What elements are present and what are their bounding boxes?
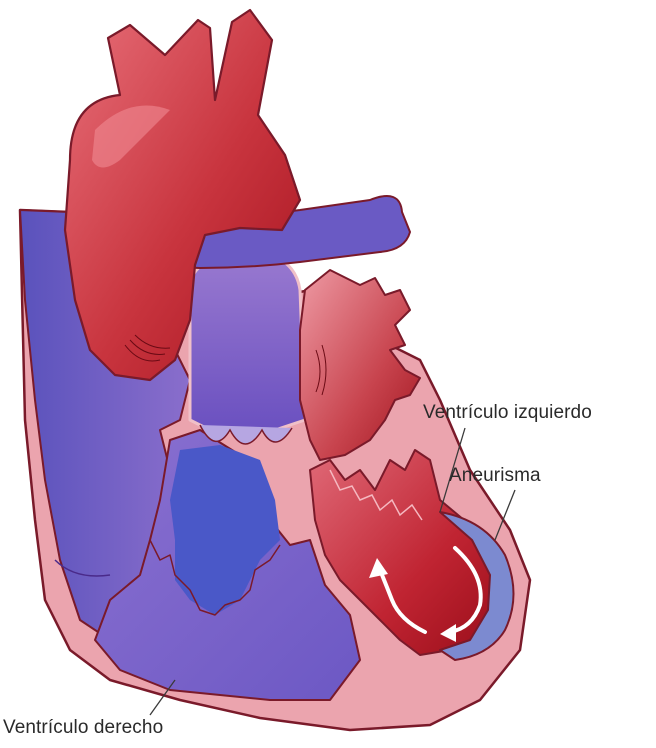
label-left-ventricle: Ventrículo izquierdo (423, 402, 592, 424)
pulmonary-trunk (190, 250, 305, 432)
label-right-ventricle: Ventrículo derecho (3, 717, 163, 739)
pulmonary-valve (200, 425, 292, 444)
label-aneurysm: Aneurisma (449, 465, 541, 487)
